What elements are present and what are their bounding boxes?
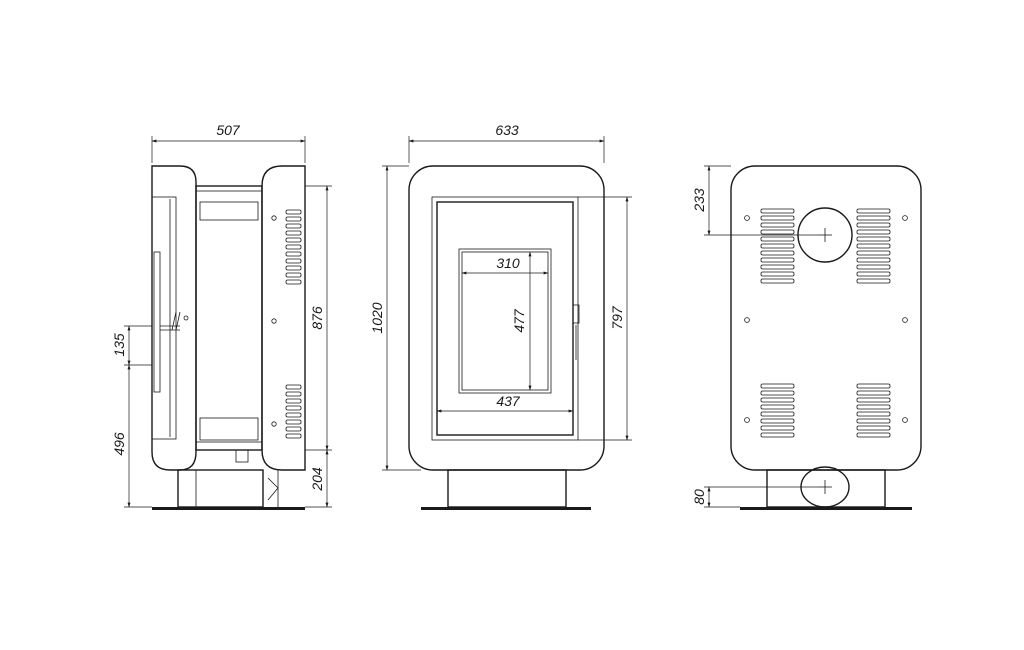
side-rear-vents: [285, 209, 302, 439]
back-flue-bottom-label: 80: [691, 489, 707, 505]
side-handle-floor-label: 496: [111, 432, 127, 456]
back-flue-top-label: 233: [691, 188, 707, 213]
side-leg-height-label: 204: [309, 467, 325, 492]
side-handle-height-label: 135: [111, 333, 127, 357]
side-ash-lever: [235, 449, 249, 463]
side-rear-panel: [261, 165, 306, 471]
side-handle: [160, 311, 181, 331]
front-height-label: 1020: [369, 302, 385, 333]
front-width-label: 633: [495, 122, 519, 138]
side-knob: [183, 315, 189, 321]
front-glass-width-label: 310: [496, 255, 520, 271]
front-door-width-label: 437: [496, 393, 521, 409]
back-screws: [744, 215, 908, 423]
side-door: [151, 196, 177, 440]
front-base-plate: [421, 507, 591, 510]
front-door-height-label: 797: [609, 305, 625, 330]
front-glass: [458, 248, 552, 394]
front-door-frame: [431, 196, 579, 441]
front-handle: [572, 304, 580, 324]
back-vents: [760, 208, 891, 438]
front-body: [408, 165, 605, 471]
side-leg: [177, 469, 264, 508]
side-base-plate: [152, 507, 305, 510]
front-glass-height-label: 477: [511, 308, 527, 333]
side-height-label: 876: [309, 306, 325, 330]
back-leg: [766, 469, 886, 508]
side-width-label: 507: [216, 122, 241, 138]
side-front-frame: [151, 165, 197, 471]
side-view: 507 876 204 135 496: [111, 122, 332, 510]
side-body: [195, 185, 263, 451]
side-vents-middle: [199, 201, 259, 441]
back-view: 233 80: [691, 165, 922, 510]
back-body: [730, 165, 922, 471]
front-leg: [447, 469, 567, 508]
front-view: 633 1020 797 310 477 437: [369, 122, 632, 510]
back-base-plate: [740, 507, 912, 510]
